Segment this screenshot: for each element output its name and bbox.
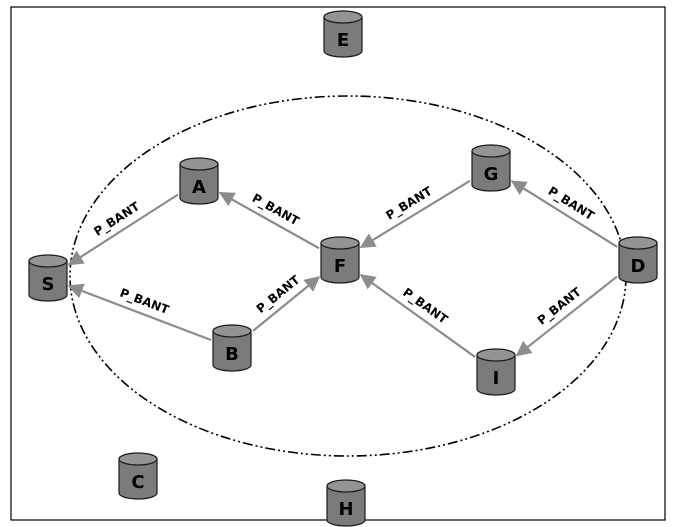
node-label: A xyxy=(192,177,206,198)
edge-label: P_BANT xyxy=(118,286,172,319)
edge-arrow xyxy=(67,193,179,266)
cylinder-top xyxy=(471,144,511,158)
node-H: H xyxy=(326,479,366,527)
node-D: D xyxy=(618,236,658,284)
node-label: C xyxy=(131,472,144,493)
cylinder-top xyxy=(212,324,252,338)
node-label: H xyxy=(338,499,353,520)
node-label: D xyxy=(631,256,646,277)
cylinder-body xyxy=(320,242,360,284)
edge-arrow xyxy=(515,275,618,357)
cylinder-body xyxy=(323,16,363,58)
node-label: S xyxy=(42,274,55,295)
node-F: F xyxy=(320,236,360,284)
cylinder-body xyxy=(618,242,658,284)
edge-arrow xyxy=(218,191,320,250)
nodes-layer: S A B C D E F G H I xyxy=(28,10,658,527)
edge-arrow xyxy=(252,276,321,332)
cylinder-top xyxy=(618,236,658,250)
edge-arrow xyxy=(359,179,471,249)
cylinder-body xyxy=(476,354,516,396)
edge-F-A: P_BANT xyxy=(218,191,320,250)
edge-B-S: P_BANT xyxy=(67,283,212,342)
cylinder-body xyxy=(118,458,158,500)
node-E: E xyxy=(323,10,363,58)
node-B: B xyxy=(212,324,252,372)
cylinder-top xyxy=(323,10,363,24)
cylinder-body xyxy=(212,330,252,372)
node-A: A xyxy=(179,157,219,205)
cylinder-body xyxy=(28,260,68,302)
edge-A-S: P_BANT xyxy=(67,193,179,266)
cylinder-top xyxy=(179,157,219,171)
edge-arrow xyxy=(359,274,476,358)
node-label: I xyxy=(493,368,500,389)
cylinder-top xyxy=(320,236,360,250)
cylinder-top xyxy=(476,348,516,362)
node-G: G xyxy=(471,144,511,192)
edge-I-F: P_BANT xyxy=(359,274,476,358)
node-label: F xyxy=(334,256,346,277)
edge-B-F: P_BANT xyxy=(252,272,321,332)
node-I: I xyxy=(476,348,516,396)
edge-arrow xyxy=(67,283,212,342)
cylinder-body xyxy=(471,150,511,192)
cylinder-top xyxy=(118,452,158,466)
cylinder-body xyxy=(179,163,219,205)
node-S: S xyxy=(28,254,68,302)
node-label: B xyxy=(225,344,239,365)
node-label: E xyxy=(337,30,349,51)
edge-arrow xyxy=(510,180,618,248)
node-C: C xyxy=(118,452,158,500)
cylinder-body xyxy=(326,485,366,527)
cylinder-top xyxy=(28,254,68,268)
edge-D-I: P_BANT xyxy=(515,275,618,357)
edge-G-F: P_BANT xyxy=(359,179,471,249)
cylinder-top xyxy=(326,479,366,493)
node-label: G xyxy=(484,164,499,185)
edge-D-G: P_BANT xyxy=(510,180,618,248)
